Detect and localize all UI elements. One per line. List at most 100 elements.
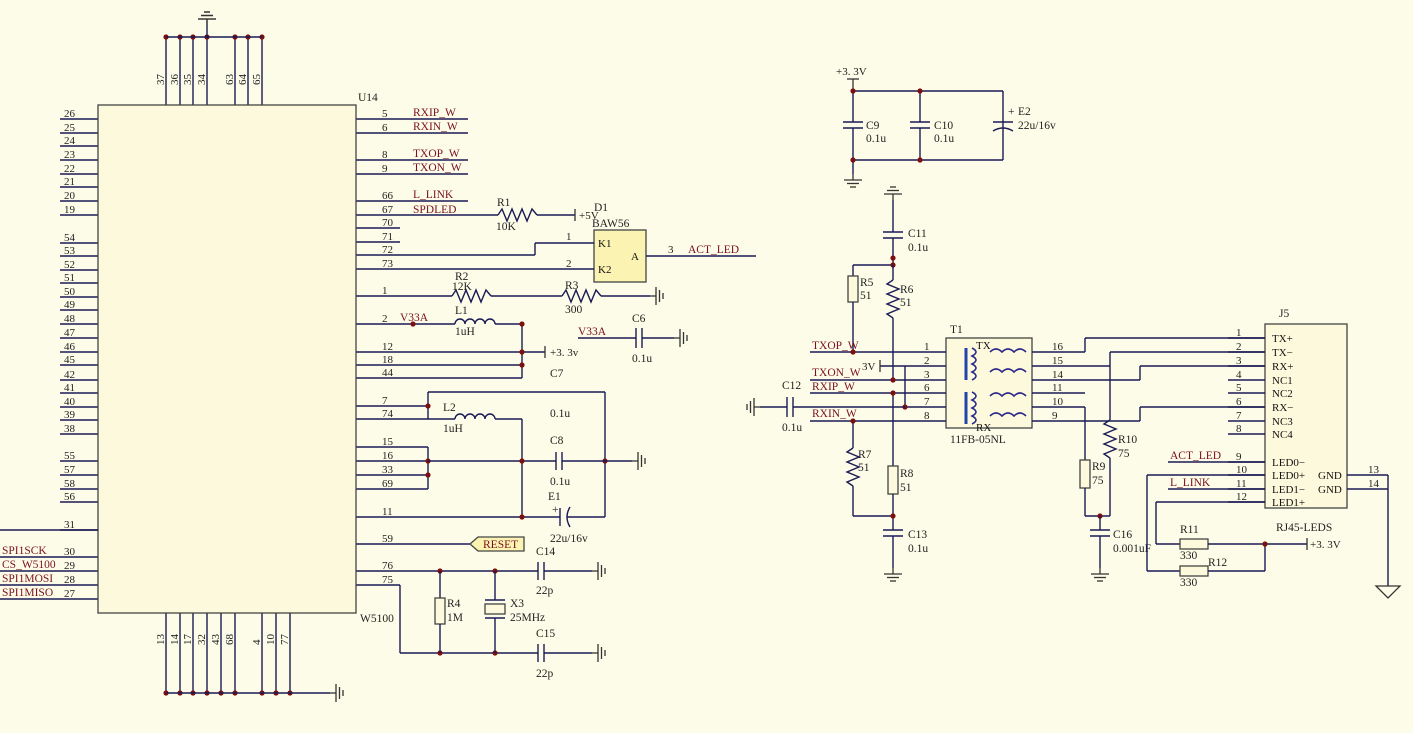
j5-pin-name: NC2 (1272, 388, 1293, 400)
r4-value: 1M (447, 612, 463, 624)
chip-left-pin-number: 58 (64, 478, 76, 490)
t1-right-pin-number: 14 (1052, 369, 1064, 381)
chip-left-pin-number: 51 (64, 272, 75, 284)
connector-j5: J5 RJ45-LEDS GND GND (1264, 308, 1402, 599)
chip-right-pin-number: 2 (382, 313, 388, 325)
t1-net-rxip: RXIP_W (812, 381, 855, 393)
spi-nets: SPI1SCK CS_W5100 SPI1MOSI SPI1MISO (0, 529, 98, 600)
c6-circuit: V33A C6 0.1u (578, 313, 688, 365)
chip-top-pin-number: 65 (251, 74, 263, 86)
e2-value: 22u/16v (1018, 120, 1056, 132)
j5-pin-number: 11 (1236, 478, 1247, 490)
chip-right-pin-number: 75 (382, 574, 394, 586)
chip-left-pin-number: 25 (64, 122, 76, 134)
chip-right-pin-number: 73 (382, 258, 394, 270)
phy-net-lines: RXIP_W RXIN_W TXOP_W TXON_W L_LINK SPDLE… (400, 107, 468, 216)
j5-net-l-link: L_LINK (1170, 477, 1211, 489)
chip-right-pin-number: 5 (382, 108, 388, 120)
bottom-pins-ground-bus (166, 683, 344, 703)
t1-to-j5-nets: R9 75 R10 75 C16 0.001uF (1032, 337, 1265, 582)
t1-left-pin-number: 2 (924, 355, 930, 367)
c12-value: 0.1u (782, 422, 802, 434)
j5-ref: J5 (1279, 308, 1289, 320)
rset-circuit: R2 12K R3 300 (400, 271, 664, 316)
j5-net-act-led: ACT_LED (1170, 450, 1221, 462)
svg-text:+: + (552, 504, 559, 516)
j5-pin-name: RX+ (1272, 361, 1293, 373)
c6-ref: C6 (632, 313, 646, 325)
chip-left-pin-number: 24 (64, 135, 76, 147)
t1-left-pin-number: 1 (924, 341, 930, 353)
svg-text:2: 2 (566, 258, 572, 270)
t1-left-pin-number: 3 (924, 369, 930, 381)
chip-top-pin-number: 34 (196, 74, 208, 86)
chip-left-pin-number: 42 (64, 369, 75, 381)
l1-ref: L1 (455, 305, 468, 317)
chip-top-pin-number: 63 (224, 74, 236, 86)
t1-net-txop: TXOP_W (812, 340, 859, 352)
j5-pin-number: 3 (1236, 355, 1242, 367)
chip-right-pin-number: 72 (382, 244, 393, 256)
r3-value: 300 (565, 304, 583, 316)
chip-left-pin-number: 45 (64, 354, 76, 366)
c10-ref: C10 (934, 120, 953, 132)
j5-part: RJ45-LEDS (1276, 522, 1332, 534)
chip-top-pin-number: 35 (182, 74, 194, 86)
c11-value: 0.1u (908, 242, 928, 254)
top-ground-symbol (198, 11, 216, 25)
crystal-circuit: R4 1M X3 25MHz C14 22p C15 22p (399, 546, 606, 680)
chip-left-pin-number: 30 (64, 546, 76, 558)
j5-pin-number: 4 (1236, 369, 1242, 381)
chip-bottom-pin-number: 17 (182, 634, 194, 646)
net-v33a-left: V33A (400, 312, 429, 324)
c15-ref: C15 (536, 628, 555, 640)
j5-pin-number: 10 (1236, 464, 1248, 476)
x3-value: 25MHz (510, 612, 545, 624)
d1-ref: D1 (594, 202, 608, 214)
chip-part: W5100 (360, 613, 394, 625)
j5-pin-number: 5 (1236, 382, 1242, 394)
chip-left-pin-number: 39 (64, 409, 76, 421)
chip-bottom-pin-number: 4 (251, 639, 263, 645)
net-l-link: L_LINK (413, 189, 454, 201)
chip-bottom-pin-number: 10 (265, 634, 277, 646)
c9-value: 0.1u (866, 133, 886, 145)
c8-value: 0.1u (550, 476, 570, 488)
j5-pin-name: LED0− (1272, 457, 1305, 469)
c7-ref: C7 (550, 368, 564, 380)
j5-pin-name: TX− (1272, 347, 1293, 359)
r7-ref: R7 (858, 449, 872, 461)
chip-bottom-pin-number: 43 (210, 634, 222, 646)
net-spdled: SPDLED (413, 204, 456, 216)
j5-pin-number: 8 (1236, 423, 1242, 435)
chip-left-pin-number: 50 (64, 286, 76, 298)
chip-left-pin-number: 49 (64, 299, 76, 311)
r1-ref: R1 (497, 197, 511, 209)
r8-ref: R8 (900, 468, 914, 480)
l2-value: 1uH (443, 423, 463, 435)
chip-left-pin-number: 57 (64, 464, 76, 476)
t1-net-3v: 3V (862, 361, 876, 373)
e2-ref: E2 (1018, 106, 1031, 118)
c7-value: 0.1u (550, 408, 570, 420)
chip-right-pin-number: 7 (382, 395, 388, 407)
net-rxip-w: RXIP_W (413, 107, 456, 119)
r3-ref: R3 (565, 280, 579, 292)
chip-top-pin-number: 36 (169, 74, 181, 86)
c13-ref: C13 (908, 529, 927, 541)
r11-ref: R11 (1180, 524, 1199, 536)
t1-right-pin-number: 10 (1052, 396, 1064, 408)
chip-left-pin-number: 21 (64, 176, 75, 188)
net-txon-w: TXON_W (413, 162, 462, 174)
chip-left-pin-number: 29 (64, 560, 76, 572)
chip-right-pin-number: 9 (382, 163, 388, 175)
j5-pin-number: 2 (1236, 341, 1242, 353)
chip-left-pin-number: 31 (64, 519, 75, 531)
c6-value: 0.1u (632, 353, 652, 365)
e1-value: 22u/16v (550, 533, 588, 545)
chip-right-pin-number: 18 (382, 354, 394, 366)
r12-value: 330 (1180, 577, 1198, 589)
j5-gnd-pin-number: 13 (1368, 464, 1380, 476)
